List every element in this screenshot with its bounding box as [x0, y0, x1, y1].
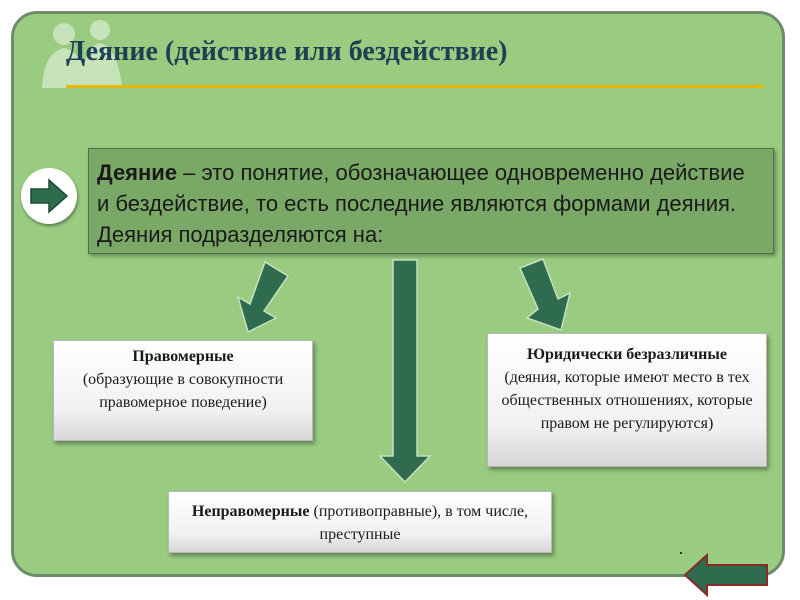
people-silhouette-icon [42, 20, 122, 88]
category-lawful: Правомерные (образующие в совокупности п… [53, 340, 313, 441]
arrow-to-unlawful [378, 259, 432, 484]
definition-term: Деяние [97, 160, 178, 185]
indifferent-text: (деяния, которые имеют место в тех общес… [501, 369, 753, 432]
lawful-text: (образующие в совокупности правомерное п… [82, 371, 284, 411]
unlawful-title: Неправомерные [191, 503, 310, 520]
title-underline [66, 85, 764, 88]
arrow-right-icon [30, 178, 69, 214]
unlawful-text: (противоправные), в том числе, преступны… [309, 503, 529, 543]
arrow-to-lawful [236, 260, 290, 334]
definition-box: Деяние – это понятие, обозначающее однов… [88, 148, 774, 254]
category-indifferent: Юридически безразличные (деяния, которые… [487, 333, 767, 467]
page-title: Деяние (действие или бездействие) [66, 36, 508, 67]
back-nav-button[interactable] [681, 553, 771, 597]
arrow-to-indifferent [518, 258, 572, 331]
lawful-title: Правомерные [132, 348, 234, 365]
category-unlawful: Неправомерные (противоправные), в том чи… [168, 491, 552, 553]
definition-text: – это понятие, обозначающее одновременно… [97, 160, 745, 247]
arrow-left-icon [683, 553, 768, 597]
decorative-dot [680, 552, 682, 554]
indifferent-title: Юридически безразличные [527, 346, 727, 363]
forward-nav-button[interactable] [21, 168, 77, 224]
